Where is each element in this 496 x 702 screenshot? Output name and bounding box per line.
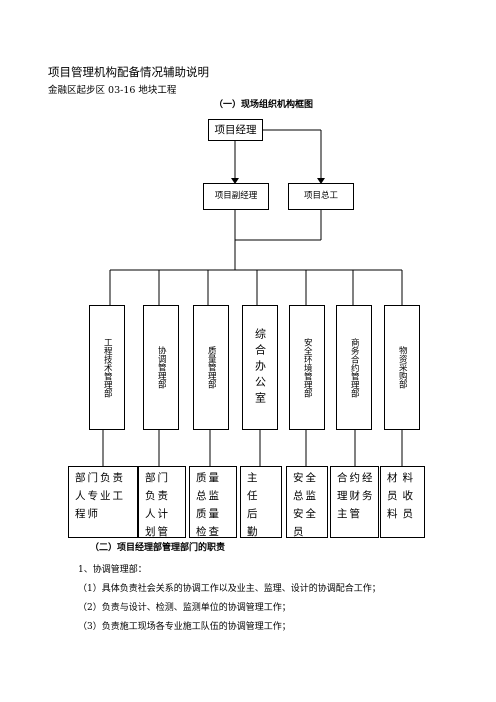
dept-engineering-box: 工程技术管理部 [89, 305, 125, 430]
dept-label: 安全环境管理部 [302, 337, 313, 398]
project-manager-box: 项目经理 [208, 119, 263, 141]
org-chart-heading: （一）现场组织机构框图 [214, 100, 314, 110]
duties-heading: （二）项目经理部管理部门的职责 [90, 543, 226, 553]
duty-item-heading: 1、协调管理部： [78, 565, 147, 575]
dept-coordination-box: 协调管理部 [143, 305, 179, 430]
chief-engineer-box: 项目总工 [288, 183, 354, 210]
duty-line: （2）负责与设计、检测、监测单位的协调管理工作； [78, 603, 291, 613]
role-safety-box: 安全总监安全员 [286, 466, 328, 538]
dept-procurement-box: 物资采购部 [384, 305, 420, 430]
role-engineering-box: 部门负责人专业工程师 [68, 466, 138, 538]
dept-label: 商务合约管理部 [349, 337, 360, 398]
dept-quality-box: 质量管理部 [193, 305, 229, 430]
role-quality-box: 质量总监质量检查员 [189, 466, 237, 538]
dept-label: 质量管理部 [206, 346, 217, 389]
dept-label: 物资采购部 [397, 346, 408, 389]
dept-commercial-box: 商务合约管理部 [336, 305, 372, 430]
role-coordination-box: 部门负责人计划管理 [138, 466, 186, 538]
dept-label: 协调管理部 [156, 346, 167, 389]
dept-label: 工程技术管理部 [102, 337, 113, 398]
document-title: 项目管理机构配备情况辅助说明 [48, 65, 209, 79]
role-commercial-box: 合约经理财务主管 [330, 466, 379, 538]
dept-office-box: 综合办公室 [242, 305, 278, 430]
dept-label: 综合办公室 [253, 327, 267, 408]
deputy-manager-box: 项目副经理 [203, 183, 269, 210]
duty-line: （3）负责施工现场各专业施工队伍的协调管理工作； [78, 622, 291, 632]
duty-line: （1）具体负责社会关系的协调工作以及业主、监理、设计的协调配合工作； [78, 584, 381, 594]
role-office-box: 主任后勤保障人 [240, 466, 282, 538]
dept-safety-box: 安全环境管理部 [289, 305, 325, 430]
project-subtitle: 金融区起步区 03-16 地块工程 [48, 85, 177, 96]
role-procurement-box: 材料员收料员 [380, 466, 425, 538]
